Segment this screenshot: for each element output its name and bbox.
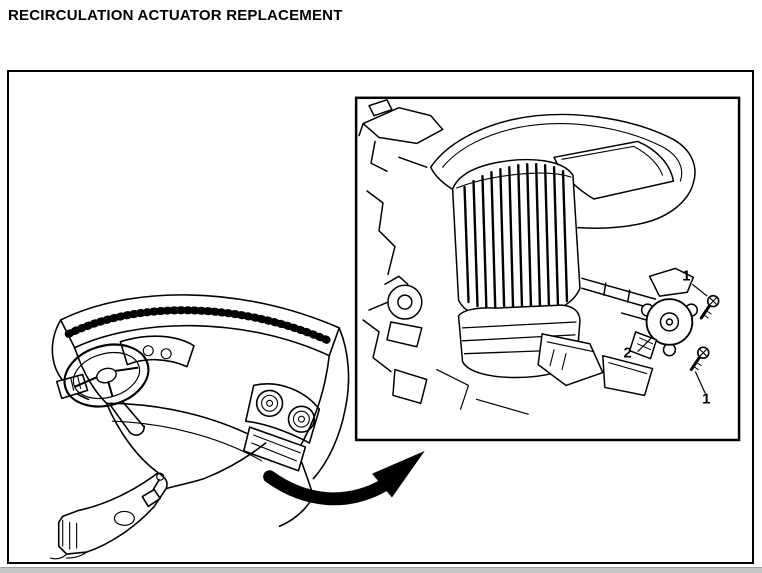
figure-frame: 1 2 1 bbox=[7, 70, 754, 564]
callout-leader-1-top bbox=[691, 283, 708, 297]
shifter-boot bbox=[141, 478, 161, 508]
steering-wheel bbox=[63, 343, 150, 408]
center-vent bbox=[255, 389, 284, 417]
cluster-hood bbox=[119, 335, 195, 368]
cup-holder bbox=[113, 510, 135, 526]
actuator-output-shaft bbox=[620, 312, 648, 321]
page-title: RECIRCULATION ACTUATOR REPLACEMENT bbox=[8, 7, 343, 24]
actuator-shaft-beam bbox=[581, 277, 657, 310]
callouts: 1 2 1 bbox=[624, 268, 711, 407]
radio-detail-lines bbox=[251, 434, 301, 462]
shifter-knob bbox=[156, 472, 165, 481]
screw-shaft bbox=[699, 304, 711, 320]
center-vent-hub bbox=[297, 415, 305, 423]
bracket-above-actuator bbox=[648, 267, 695, 297]
actuator-connector bbox=[628, 331, 658, 360]
center-stack bbox=[242, 383, 321, 472]
crossbar-bracket bbox=[362, 106, 444, 145]
center-vent-inner bbox=[261, 394, 279, 412]
screw-shaft bbox=[689, 356, 701, 372]
cluster-gauge bbox=[160, 348, 172, 360]
center-vent-hub bbox=[266, 399, 274, 407]
screw-threads bbox=[691, 361, 702, 371]
dash-top-panel bbox=[59, 294, 341, 357]
curved-arrow-icon bbox=[263, 450, 425, 506]
screw-head-cross bbox=[709, 297, 717, 305]
callout-label-2: 2 bbox=[624, 346, 632, 362]
left-actuator-bracket bbox=[368, 275, 409, 311]
lower-clutter-lines bbox=[436, 368, 529, 415]
actuator-connector-lines bbox=[637, 337, 654, 351]
crossbar-stub bbox=[368, 99, 393, 117]
horizontal-scrollbar-track[interactable] bbox=[0, 567, 762, 573]
a-pillar-line bbox=[312, 327, 350, 480]
console-body bbox=[57, 471, 168, 555]
steering-column bbox=[109, 400, 146, 436]
dashboard-illustration bbox=[50, 294, 350, 560]
left-actuator-body bbox=[387, 284, 423, 320]
actuator-center bbox=[659, 312, 680, 332]
left-support-lines bbox=[362, 190, 396, 373]
left-lower-wedge bbox=[392, 368, 428, 405]
arrow-head bbox=[372, 450, 425, 498]
screw-upper bbox=[699, 294, 720, 320]
dash-top-hatch bbox=[64, 306, 336, 346]
console-front-hatch bbox=[62, 519, 78, 550]
radio-faceplate bbox=[242, 426, 307, 472]
actuator-center-pin bbox=[665, 318, 674, 326]
screw-head-cross bbox=[699, 349, 707, 357]
center-vent bbox=[287, 405, 316, 433]
hvac-module-illustration bbox=[358, 99, 720, 415]
callout-label-1-top: 1 bbox=[682, 268, 690, 284]
center-stack-panel bbox=[244, 383, 321, 444]
center-console bbox=[50, 471, 168, 560]
console-lower-lip bbox=[50, 551, 88, 560]
actuator-body bbox=[645, 298, 694, 346]
center-vent-inner bbox=[292, 410, 310, 428]
left-actuator-hub bbox=[397, 294, 413, 310]
left-actuator bbox=[368, 275, 423, 348]
mounting-foot-left bbox=[537, 333, 604, 387]
cluster-gauge bbox=[142, 345, 154, 357]
cowl-inner-rim bbox=[442, 123, 683, 182]
recirculation-actuator bbox=[620, 298, 699, 360]
figure-illustration: 1 2 1 bbox=[50, 96, 741, 560]
callout-leader-1-bottom bbox=[694, 371, 706, 394]
mounting-foot-left-detail bbox=[546, 341, 595, 371]
louvered-cover bbox=[451, 158, 581, 321]
screw-lower bbox=[689, 346, 710, 372]
callout-leader-2 bbox=[637, 337, 652, 353]
dash-lower-edge bbox=[105, 402, 267, 490]
mounting-foot-right-detail bbox=[608, 362, 648, 375]
mounting-foot-right bbox=[602, 354, 654, 397]
dash-face-trim bbox=[111, 420, 263, 462]
louver-outline bbox=[451, 158, 581, 321]
louver-ribs bbox=[463, 163, 569, 319]
callout-label-1-bottom: 1 bbox=[702, 391, 710, 407]
cowl-tray-inner bbox=[561, 145, 664, 176]
left-actuator-box bbox=[386, 321, 423, 348]
screw-threads bbox=[701, 309, 712, 319]
arrow-body bbox=[263, 470, 392, 506]
crossbar-lines bbox=[358, 122, 428, 172]
